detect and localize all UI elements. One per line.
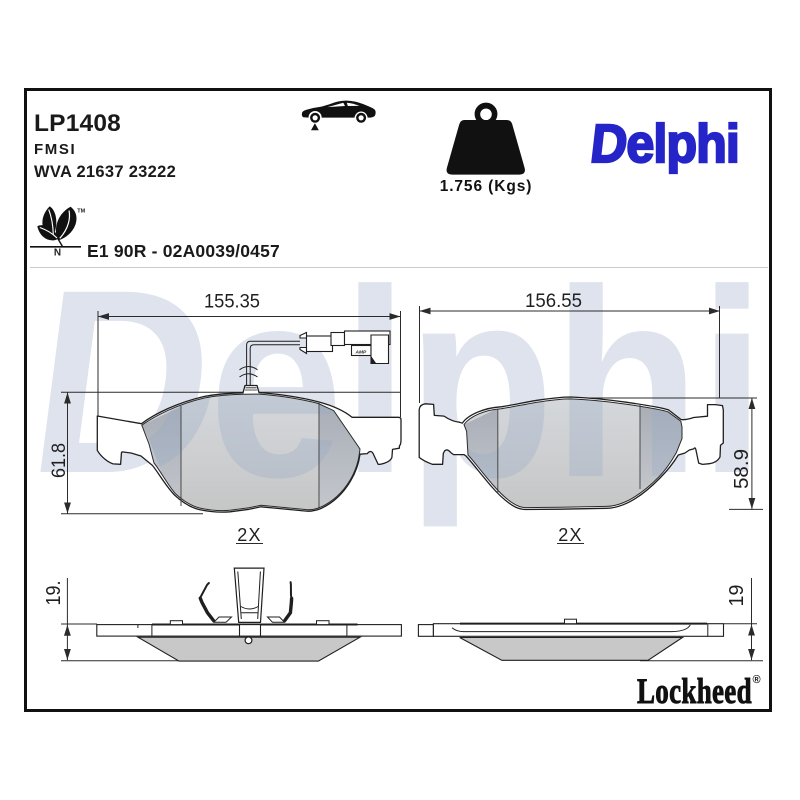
- svg-text:AMP: AMP: [355, 350, 367, 356]
- svg-text:19: 19: [725, 585, 748, 607]
- svg-text:2X: 2X: [558, 525, 582, 545]
- svg-text:N: N: [54, 248, 61, 259]
- svg-text:TM: TM: [77, 209, 85, 215]
- svg-text:19.: 19.: [42, 581, 65, 606]
- svg-text:elphi: elphi: [209, 240, 764, 532]
- svg-text:58.9: 58.9: [730, 449, 753, 489]
- svg-text:2X: 2X: [237, 525, 261, 545]
- svg-text:61.8: 61.8: [48, 443, 70, 478]
- svg-text:155.35: 155.35: [204, 292, 260, 313]
- svg-text:156.55: 156.55: [525, 291, 582, 312]
